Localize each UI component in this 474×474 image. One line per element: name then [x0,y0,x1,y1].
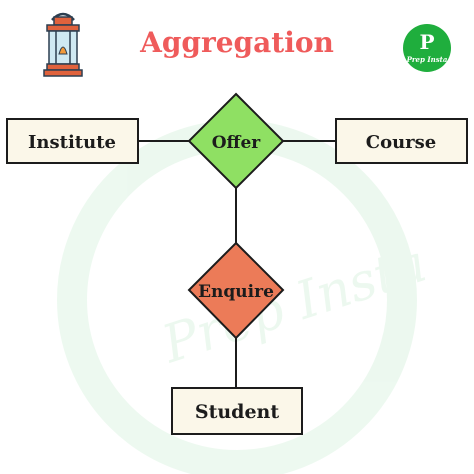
lantern-icon [43,12,83,77]
logo-brand: Prep Insta [406,55,448,64]
entity-course: Course [335,118,468,164]
entity-student: Student [171,387,303,435]
entity-institute-label: Institute [28,132,116,153]
page-title: Aggregation [140,26,334,59]
logo-letter: P [419,30,434,54]
entity-student-label: Student [195,401,279,423]
entity-course-label: Course [366,132,437,153]
relationship-enquire: Enquire [187,241,285,340]
relationship-offer-label: Offer [212,133,262,153]
entity-institute: Institute [6,118,139,164]
relationship-enquire-label: Enquire [198,282,274,302]
relationship-offer: Offer [187,92,285,190]
prepinsta-logo-icon: P Prep Insta [403,24,451,72]
